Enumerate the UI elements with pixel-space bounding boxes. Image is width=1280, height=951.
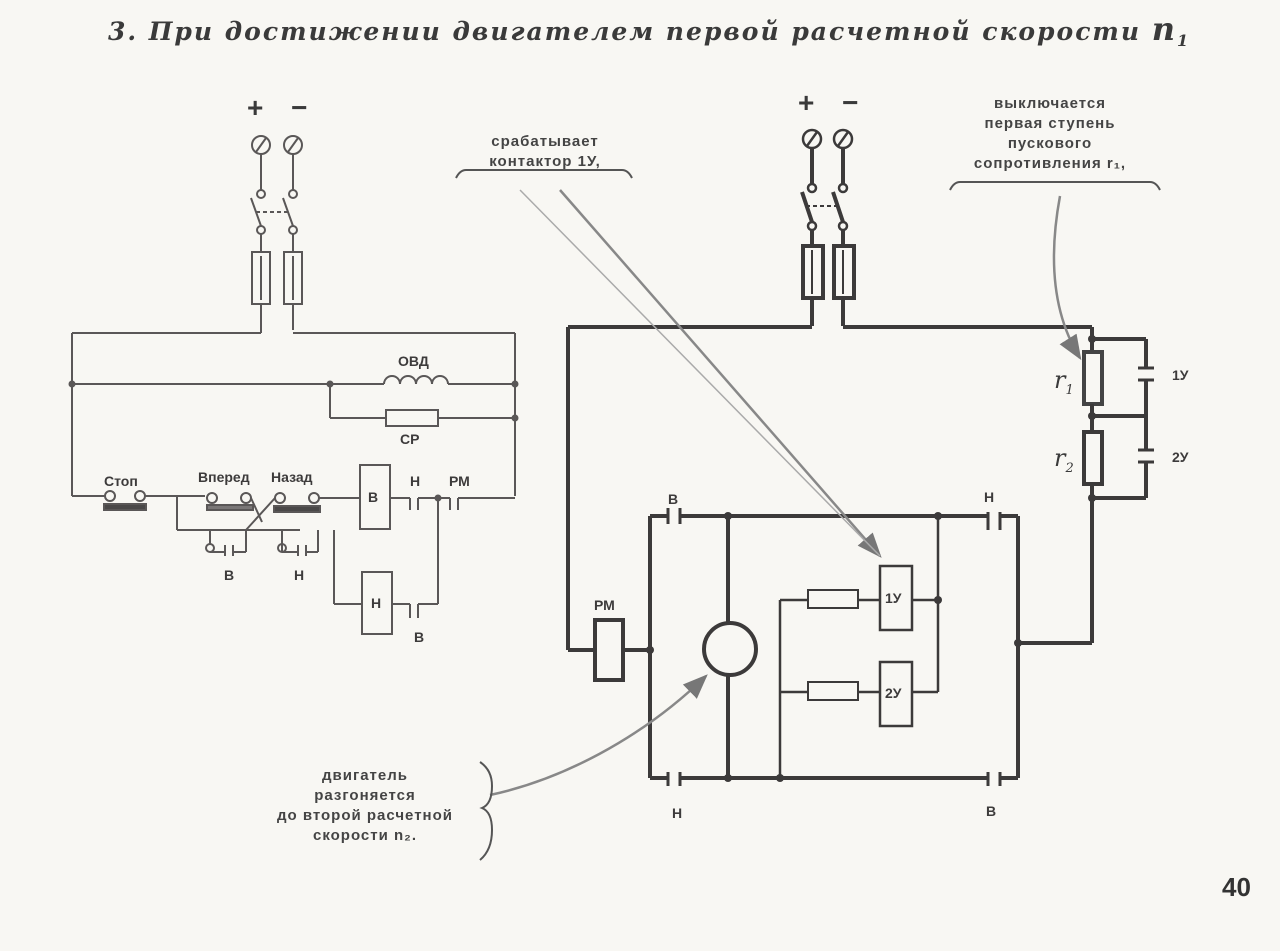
callout-motor-line3: до второй расчетной (276, 807, 453, 824)
right-coil-1y-label: 1У (885, 590, 902, 606)
left-h-contact-label: Н (410, 473, 421, 489)
left-nazad-button (273, 505, 321, 513)
right-coil-2y (878, 660, 914, 728)
right-junctions (646, 335, 1096, 782)
right-r2-sub: 2 (1065, 460, 1074, 476)
right-pm-coil (593, 618, 625, 682)
right-contact-1y-label: 1У (1172, 367, 1189, 383)
page-title-text: 3. При достижении двигателем первой расч… (108, 17, 1152, 46)
callout-motor-line2: разгоняется (314, 787, 416, 804)
left-nazad-label: Назад (271, 469, 313, 485)
page-title-sub: 1 (1177, 31, 1191, 50)
right-r1-main: r (1054, 366, 1066, 394)
right-power-circuit (566, 128, 1148, 780)
right-contact-2y-label: 2У (1172, 449, 1189, 465)
callout-contactor-line2: контактор 1У, (489, 153, 601, 170)
callout-resistance-line3: пускового (1007, 135, 1093, 152)
right-r1-resistor (1082, 350, 1104, 406)
left-ovd-label: ОВД (398, 353, 429, 369)
right-h-bottom-label: Н (672, 805, 683, 821)
callout-motor-line4: скорости n₂. (312, 827, 417, 844)
left-control-circuit (68, 135, 519, 635)
right-motor (702, 621, 758, 677)
left-b-coil-label: В (368, 489, 379, 505)
callout-resistance: выключается первая ступень пускового соп… (950, 94, 1150, 174)
left-stop-label: Стоп (104, 473, 138, 489)
left-sr-resistor (385, 409, 439, 427)
callout-contactor-line1: срабатывает (491, 133, 599, 150)
left-vpered-label: Вперед (198, 469, 250, 485)
contactor-bracket (455, 169, 633, 179)
left-ovd-coil (383, 375, 449, 385)
callout-resistance-line1: выключается (994, 95, 1106, 112)
right-resistor-upper (807, 589, 859, 609)
left-h-bottom-label: Н (294, 567, 305, 583)
callout-contactor: срабатывает контактор 1У, (470, 132, 620, 172)
right-r2-resistor (1082, 430, 1104, 486)
contactor-arrow (559, 189, 882, 558)
resistance-arrow (1052, 195, 1082, 361)
left-b-bottom2-label: В (414, 629, 425, 645)
left-pm-contact-label: РМ (449, 473, 470, 489)
callout-arrows (489, 189, 1082, 797)
callout-brackets (455, 169, 1161, 861)
right-coil-1y (878, 564, 914, 632)
resistance-bracket (949, 181, 1161, 191)
right-b-bottom-label: В (986, 803, 997, 819)
callout-motor-line1: двигатель (322, 767, 408, 784)
left-stop-button (103, 503, 147, 511)
motor-bracket (479, 761, 494, 861)
right-resistor-lower (807, 681, 859, 701)
right-r2-label: r2 (1054, 444, 1074, 476)
right-pm-label: РМ (594, 597, 615, 613)
page-number: 40 (1222, 872, 1251, 902)
contactor-arrow-2 (519, 189, 881, 557)
callout-motor: двигатель разгоняется до второй расчетно… (250, 766, 480, 846)
right-contact-marks (666, 366, 1154, 786)
right-h-top-label: Н (984, 489, 995, 505)
page-title: 3. При достижении двигателем первой расч… (108, 10, 1190, 50)
left-b-bottom1-label: В (224, 567, 235, 583)
right-r1-sub: 1 (1065, 382, 1074, 398)
left-plus-minus-label: + − (247, 92, 318, 123)
motor-arrow (489, 674, 708, 797)
page-title-n: n (1151, 10, 1178, 48)
right-b-top-label: В (668, 491, 679, 507)
right-r2-main: r (1054, 444, 1066, 472)
right-coil-2y-label: 2У (885, 685, 902, 701)
right-plus-minus-label: + − (798, 87, 869, 118)
left-h-coil-label: Н (371, 595, 382, 611)
callout-resistance-line2: первая ступень (984, 115, 1116, 132)
left-vpered-button (206, 504, 254, 511)
callout-resistance-line4: сопротивления r₁, (973, 155, 1127, 172)
left-sr-label: СР (400, 431, 420, 447)
right-r1-label: r1 (1054, 366, 1074, 398)
